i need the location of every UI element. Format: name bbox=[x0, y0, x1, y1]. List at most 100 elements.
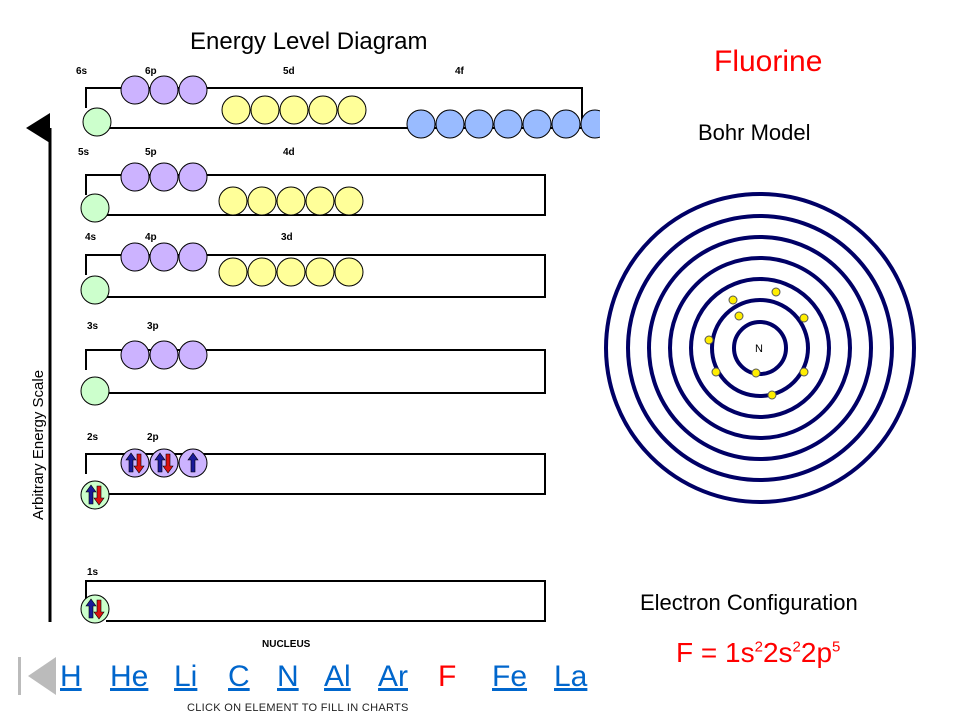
orbital-5p bbox=[149, 162, 179, 192]
orbital-4f bbox=[551, 109, 581, 139]
orbital-4p bbox=[149, 242, 179, 272]
bohr-electron bbox=[734, 311, 744, 321]
label-3d: 3d bbox=[281, 232, 293, 243]
instruction-hint: CLICK ON ELEMENT TO FILL IN CHARTS bbox=[187, 702, 409, 714]
orbital-1s bbox=[80, 594, 110, 624]
orbital-4f bbox=[522, 109, 552, 139]
formula-part: 2p bbox=[800, 637, 833, 668]
bohr-electron bbox=[771, 287, 781, 297]
orbital-4f bbox=[435, 109, 465, 139]
orbital-4d bbox=[305, 186, 335, 216]
bohr-shell-7 bbox=[604, 192, 916, 504]
formula-part: 2s bbox=[762, 637, 793, 668]
label-3p: 3p bbox=[147, 321, 159, 332]
label-3s: 3s bbox=[87, 321, 99, 332]
level-frame-3 bbox=[85, 349, 546, 394]
first-slide-bar bbox=[18, 657, 21, 695]
label-1s: 1s bbox=[87, 567, 99, 578]
orbital-3d bbox=[218, 257, 248, 287]
diagram-title: Energy Level Diagram bbox=[190, 28, 428, 55]
orbital-4p bbox=[178, 242, 208, 272]
orbital-2p bbox=[120, 448, 150, 478]
orbital-3d bbox=[276, 257, 306, 287]
label-6p: 6p bbox=[145, 66, 157, 77]
label-4d: 4d bbox=[283, 147, 295, 158]
orbital-3d bbox=[334, 257, 364, 287]
element-link-li[interactable]: Li bbox=[174, 660, 198, 693]
element-name: Fluorine bbox=[714, 45, 823, 78]
electron-down-arrow bbox=[93, 485, 105, 506]
formula-part: 1s bbox=[725, 637, 755, 668]
energy-axis-label: Arbitrary Energy Scale bbox=[30, 369, 47, 520]
formula-exponent: 5 bbox=[832, 638, 841, 656]
bohr-shell-5 bbox=[647, 235, 873, 461]
element-link-c[interactable]: C bbox=[228, 660, 250, 693]
electron-up-arrow bbox=[187, 452, 199, 473]
bohr-shell-2 bbox=[710, 298, 810, 398]
formula-equals: = bbox=[693, 637, 726, 668]
electron-configuration-formula: F = 1s22s22p5 bbox=[676, 637, 840, 669]
element-link-fe[interactable]: Fe bbox=[492, 660, 528, 693]
electron-configuration-title: Electron Configuration bbox=[640, 590, 858, 615]
nucleus-label: NUCLEUS bbox=[262, 639, 311, 650]
level-frame-1 bbox=[85, 580, 546, 622]
orbital-4f bbox=[406, 109, 436, 139]
bohr-shell-6 bbox=[626, 214, 894, 482]
label-6s: 6s bbox=[76, 66, 88, 77]
orbital-3d bbox=[305, 257, 335, 287]
level-frame-4 bbox=[85, 254, 546, 298]
orbital-6p bbox=[178, 75, 208, 105]
label-5d: 5d bbox=[283, 66, 295, 77]
bohr-model-title: Bohr Model bbox=[698, 120, 811, 145]
orbital-4f bbox=[580, 109, 600, 139]
label-2s: 2s bbox=[87, 432, 99, 443]
formula-exponent: 2 bbox=[792, 638, 801, 656]
element-link-ar[interactable]: Ar bbox=[378, 660, 408, 693]
level-frame-5 bbox=[85, 174, 546, 216]
element-link-h[interactable]: H bbox=[60, 660, 82, 693]
orbital-5d bbox=[337, 95, 367, 125]
orbital-3p bbox=[149, 340, 179, 370]
element-link-he[interactable]: He bbox=[110, 660, 149, 693]
orbital-5d bbox=[308, 95, 338, 125]
first-slide-button[interactable] bbox=[18, 655, 58, 697]
electron-up-arrow bbox=[154, 452, 166, 473]
level-frame-2 bbox=[85, 453, 546, 495]
orbital-3s bbox=[80, 376, 110, 406]
bohr-electron bbox=[767, 390, 777, 400]
bohr-electron bbox=[799, 367, 809, 377]
element-current-f: F bbox=[438, 660, 457, 693]
orbital-6p bbox=[149, 75, 179, 105]
label-2p: 2p bbox=[147, 432, 159, 443]
orbital-4f bbox=[493, 109, 523, 139]
electron-down-arrow bbox=[162, 453, 174, 474]
bohr-electron bbox=[728, 295, 738, 305]
orbital-6p bbox=[120, 75, 150, 105]
orbital-5p bbox=[178, 162, 208, 192]
element-link-n[interactable]: N bbox=[277, 660, 299, 693]
label-4s: 4s bbox=[85, 232, 97, 243]
orbital-4s bbox=[80, 275, 110, 305]
label-4f: 4f bbox=[455, 66, 465, 77]
bohr-electron bbox=[711, 367, 721, 377]
orbital-4d bbox=[334, 186, 364, 216]
back-triangle-icon bbox=[28, 657, 56, 695]
electron-down-arrow bbox=[93, 599, 105, 620]
orbital-5s bbox=[80, 193, 110, 223]
energy-level-diagram: 6s 6p 5d 4f 5s 5p 4d 4s 4p 3d 3s 3p 2s 2… bbox=[26, 66, 600, 624]
label-5p: 5p bbox=[145, 147, 157, 158]
orbital-2s bbox=[80, 480, 110, 510]
bohr-model: N bbox=[604, 192, 916, 504]
orbital-4d bbox=[247, 186, 277, 216]
element-link-la[interactable]: La bbox=[554, 660, 588, 693]
formula-exponent: 2 bbox=[754, 638, 763, 656]
element-link-al[interactable]: Al bbox=[324, 660, 351, 693]
orbital-5d bbox=[221, 95, 251, 125]
bohr-shell-3 bbox=[689, 277, 831, 419]
electron-up-arrow bbox=[125, 452, 137, 473]
orbital-4p bbox=[120, 242, 150, 272]
electron-up-arrow bbox=[85, 598, 97, 619]
electron-down-arrow bbox=[133, 453, 145, 474]
orbital-4d bbox=[218, 186, 248, 216]
bohr-electron bbox=[751, 368, 761, 378]
